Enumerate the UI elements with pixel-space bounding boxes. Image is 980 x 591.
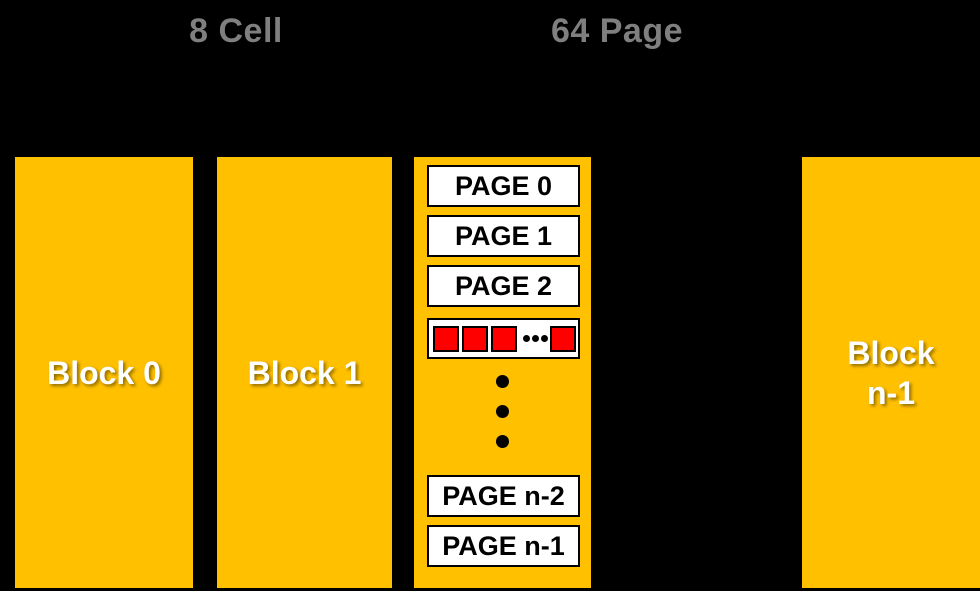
cell-square	[550, 325, 576, 352]
block-1-label: Block 1	[247, 354, 362, 391]
block-n-1-label-line2: n-1	[866, 374, 915, 411]
page-n-2-label: PAGE n-2	[442, 480, 565, 511]
cell-square	[433, 325, 459, 352]
block-0: Block 0	[15, 157, 193, 588]
block-1: Block 1	[217, 157, 392, 588]
block-n-1: Block n-1	[802, 157, 980, 588]
page-1-label: PAGE 1	[454, 220, 553, 251]
block-n-1-label-line1: Block	[847, 334, 935, 371]
page-count-label: 64 Page	[550, 12, 684, 50]
cell-square	[491, 325, 517, 352]
page-2-label: PAGE 2	[454, 270, 553, 301]
page-n-1-label: PAGE n-1	[442, 530, 565, 561]
page-box-1: PAGE 1	[427, 215, 580, 257]
block-0-label: Block 0	[47, 354, 161, 391]
page-box-0: PAGE 0	[427, 165, 580, 207]
page-box-n-2: PAGE n-2	[427, 475, 580, 517]
page-0-label: PAGE 0	[454, 170, 553, 201]
page-box-2: PAGE 2	[427, 265, 580, 307]
horizontal-ellipsis-icon	[520, 335, 550, 342]
cell-row	[427, 318, 580, 359]
page-box-n-1: PAGE n-1	[427, 525, 580, 567]
cell-count-label: 8 Cell	[189, 12, 283, 50]
block-n-1-label: Block n-1	[847, 333, 934, 413]
cell-square	[462, 325, 488, 352]
block-expanded-pages: PAGE 0 PAGE 1 PAGE 2 PAGE n-2 PAGE n-1	[414, 157, 591, 588]
vertical-ellipsis-icon	[414, 375, 591, 448]
